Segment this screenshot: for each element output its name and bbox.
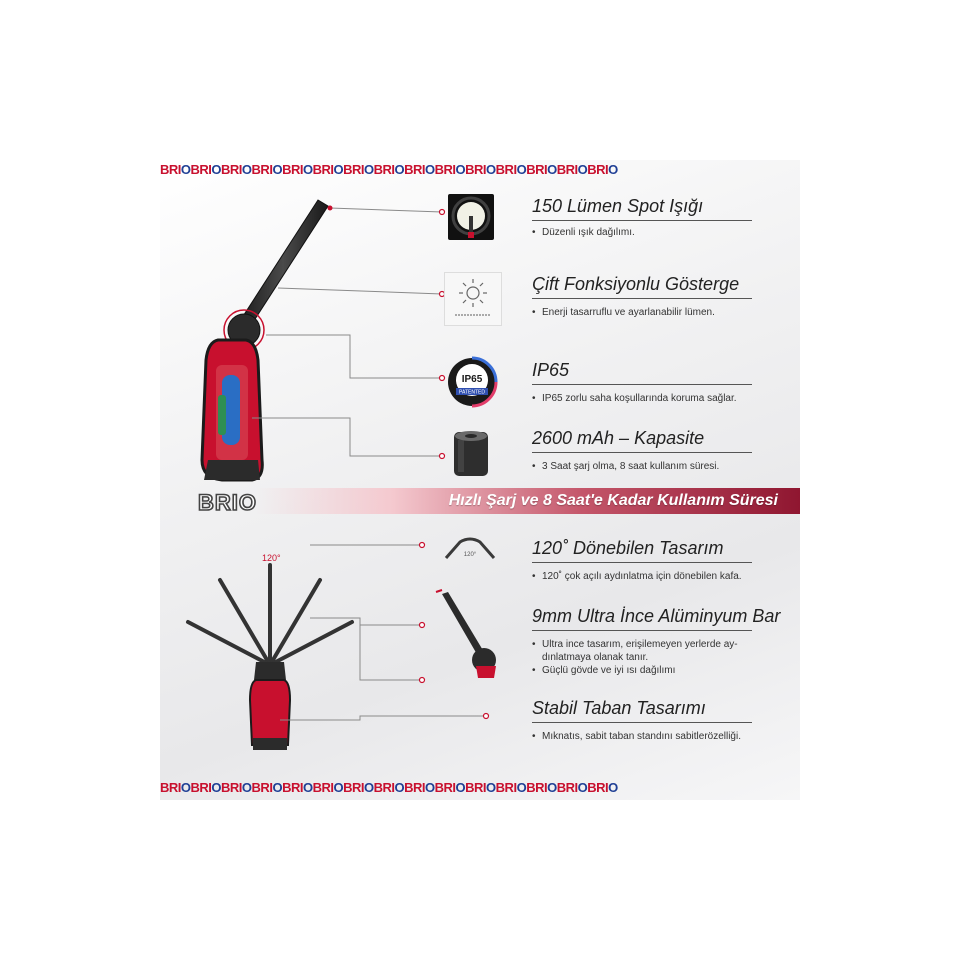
feature-desc-2: Enerji tasarruflu ve ayarlanabilir lümen… (532, 306, 772, 319)
feature-divider-4 (532, 452, 752, 453)
feature-divider-1 (532, 220, 752, 221)
brand-strip-word: BRIO (312, 780, 344, 795)
brand-strip-word: BRIO (312, 162, 344, 177)
brand-strip-word: BRIO (282, 162, 313, 177)
highlight-band: Hızlı Şarj ve 8 Saat'e Kadar Kullanım Sü… (256, 488, 800, 514)
brand-strip-word: BRIO (526, 780, 557, 795)
brand-strip-word: BRIO (221, 780, 252, 795)
brand-strip-word: BRIO (160, 162, 191, 177)
spotlight-icon (448, 194, 494, 240)
feature-bullet: Güçlü gövde ve iyi ısı dağılımı (532, 664, 772, 677)
ip65-badge-text: IP65 (462, 374, 483, 385)
feature-title-4: 2600 mAh – Kapasite (532, 428, 705, 448)
brand-strip-word: BRIO (434, 780, 466, 795)
feature-bullet: 120˚ çok açılı aydınlatma için dönebilen… (532, 570, 772, 583)
patented-badge-text: PATENTED (459, 390, 485, 396)
feature-divider-3 (532, 384, 752, 385)
feature-desc-7: Mıknatıs, sabit taban standını sabitlerö… (532, 730, 772, 743)
feature-desc-6: Ultra ince tasarım, erişilemeyen yerlerd… (532, 638, 772, 677)
feature-title-7: Stabil Taban Tasarımı (532, 698, 706, 718)
brand-strip-word: BRIO (526, 162, 557, 177)
feature-bullet: Ultra ince tasarım, erişilemeyen yerlerd… (532, 638, 772, 664)
feature-bullet: 3 Saat şarj olma, 8 saat kullanım süresi… (532, 460, 772, 473)
brand-strip-word: BRIO (587, 162, 618, 177)
brand-strip-word: BRIO (434, 162, 466, 177)
arc-label-text: 120° (464, 552, 477, 558)
feature-desc-1: Düzenli ışık dağılımı. (532, 226, 772, 239)
brand-strip-word: BRIO (190, 162, 222, 177)
brand-strip-word: BRIO (251, 162, 283, 177)
brand-strip-word: BRIO (282, 780, 313, 795)
rotation-arc-icon: 120° (440, 528, 500, 568)
feature-title-5: 120˚ Dönebilen Tasarım (532, 538, 724, 558)
brand-strip-word: BRIO (556, 162, 588, 177)
feature-title-1: 150 Lümen Spot Işığı (532, 196, 704, 216)
brand-strip-word: BRIO (465, 780, 496, 795)
product-infographic: BRIOBRIOBRIOBRIOBRIOBRIOBRIOBRIOBRIOBRIO… (160, 160, 800, 800)
feature-bullet: IP65 zorlu saha koşullarında koruma sağl… (532, 392, 772, 405)
brand-strip-word: BRIO (556, 780, 588, 795)
feature-divider-6 (532, 630, 752, 631)
feature-bullet: Düzenli ışık dağılımı. (532, 226, 772, 239)
feature-divider-7 (532, 722, 752, 723)
feature-desc-5: 120˚ çok açılı aydınlatma için dönebilen… (532, 570, 772, 583)
rotation-angle-label: 120° (262, 553, 281, 563)
brand-strip-word: BRIO (495, 780, 527, 795)
feature-divider-5 (532, 562, 752, 563)
feature-title-6: 9mm Ultra İnce Alüminyum Bar (532, 606, 781, 626)
sun-dimmer-icon (444, 272, 502, 326)
feature-title-2: Çift Fonksiyonlu Gösterge (532, 274, 740, 294)
brand-strip-word: BRIO (190, 780, 222, 795)
brand-strip-word: BRIO (221, 162, 252, 177)
brand-strip-word: BRIO (404, 780, 435, 795)
feature-desc-4: 3 Saat şarj olma, 8 saat kullanım süresi… (532, 460, 772, 473)
work-light-top-image (200, 199, 329, 482)
battery-icon (450, 428, 492, 478)
rotation-fan-diagram (186, 563, 354, 750)
slim-bar-icon (432, 588, 502, 680)
highlight-band-text: Hızlı Şarj ve 8 Saat'e Kadar Kullanım Sü… (448, 492, 778, 509)
feature-title-3: IP65 (532, 360, 570, 380)
brand-strip-word: BRIO (343, 780, 374, 795)
brand-strip-word: BRIO (251, 780, 283, 795)
brand-strip-word: BRIO (587, 780, 618, 795)
ip65-badge-icon: IP65 PATENTED (446, 356, 498, 408)
brand-strip-word: BRIO (373, 162, 405, 177)
connector-lines (186, 199, 490, 750)
brand-logo: BRIO (197, 489, 257, 516)
brand-strip-word: BRIO (404, 162, 435, 177)
brand-strip-word: BRIO (160, 780, 191, 795)
brand-strip-word: BRIO (495, 162, 527, 177)
brand-strip-bottom: BRIOBRIOBRIOBRIOBRIOBRIOBRIOBRIOBRIOBRIO… (160, 780, 800, 798)
feature-desc-3: IP65 zorlu saha koşullarında koruma sağl… (532, 392, 772, 405)
feature-divider-2 (532, 298, 752, 299)
brand-strip-word: BRIO (373, 780, 405, 795)
brand-strip-word: BRIO (465, 162, 496, 177)
brand-strip-word: BRIO (343, 162, 374, 177)
feature-bullet: Mıknatıs, sabit taban standını sabitlerö… (532, 730, 772, 743)
feature-bullet: Enerji tasarruflu ve ayarlanabilir lümen… (532, 306, 772, 319)
brand-strip-top: BRIOBRIOBRIOBRIOBRIOBRIOBRIOBRIOBRIOBRIO… (160, 162, 800, 180)
